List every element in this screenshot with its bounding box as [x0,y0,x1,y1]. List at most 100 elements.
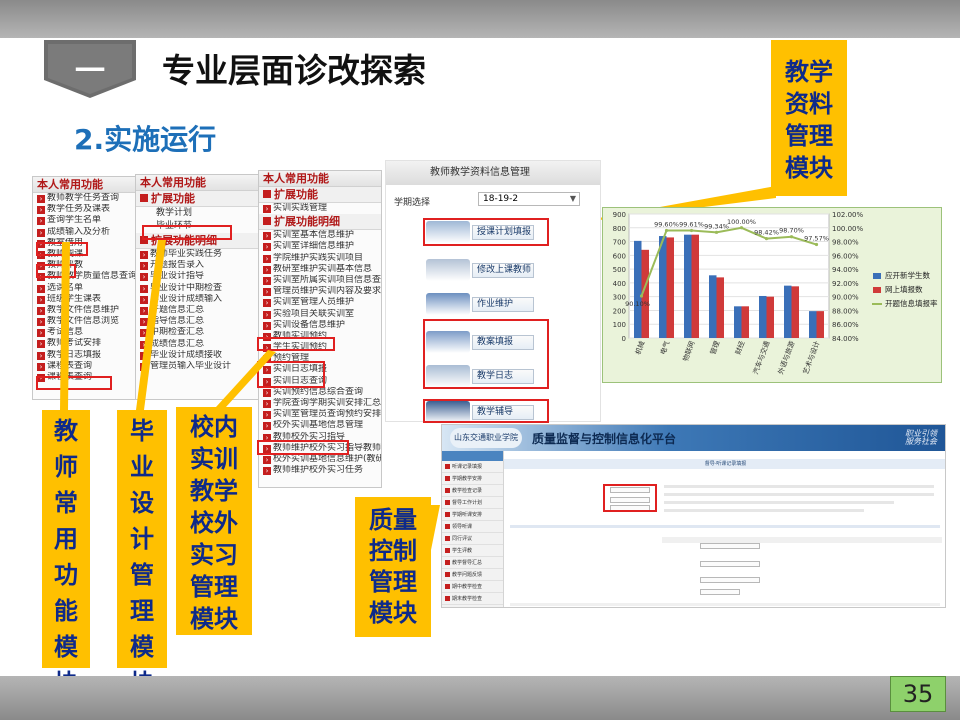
arrow-right-icon: › [263,310,271,319]
menu-item[interactable]: ›实训日志查询 [259,376,381,387]
menu-item[interactable]: ›指导信息汇总 [136,316,258,327]
menu-item[interactable]: ›实训室详细信息维护 [259,241,381,252]
resource-button[interactable]: 教学辅导 [424,401,544,423]
sidebar-item[interactable]: 领导听课 [442,521,503,533]
arrow-right-icon: › [263,366,271,375]
bar [659,236,667,338]
menu-item[interactable]: ›教师教学任务查询 [33,193,159,204]
resource-button[interactable]: 作业维护 [424,293,544,315]
arrow-right-icon: › [140,318,148,327]
menu-item[interactable]: ›课程表查询 [33,361,159,372]
menu-item[interactable]: ›开题信息汇总 [136,305,258,316]
y-tick-right: 98.00% [832,239,859,247]
menu-item[interactable]: ›实训室所属实训项目信息查询 [259,275,381,286]
bar [684,234,692,338]
platform-main-title: 督导·听课记录填报 [504,459,945,469]
arrow-right-icon: › [263,411,271,420]
menu-item[interactable]: ›教师考试安排 [33,338,159,349]
bar [809,311,817,338]
menu-item[interactable]: ›实训实践管理 [259,203,381,214]
form-field[interactable] [700,589,740,595]
resource-button[interactable]: 授课计划填报 [424,221,544,243]
sidebar-item[interactable]: 同行评议 [442,533,503,545]
resource-button[interactable]: 教学日志 [424,365,544,387]
menu-item[interactable]: ›教师校外实习指导 [259,432,381,443]
resource-button[interactable]: 修改上课教师 [424,259,544,281]
arrow-right-icon: › [37,318,45,327]
form-select[interactable] [700,577,760,583]
arrow-right-icon: › [263,254,271,263]
platform-header: 山东交通职业学院 质量监督与控制信息化平台 职业引领服务社会 [442,425,945,451]
document-icon [426,401,470,423]
menu-item[interactable]: ›教学文件信息浏览 [33,316,159,327]
form-field[interactable] [700,561,760,567]
sidebar-item[interactable]: 期末教学检查 [442,593,503,605]
arrow-right-icon: › [263,467,271,476]
form-button[interactable] [610,505,650,511]
sidebar-item[interactable]: 学期听课安排 [442,509,503,521]
resource-button[interactable]: 教案填报 [424,331,544,353]
arrow-right-icon: › [263,455,271,464]
menu-item[interactable]: ›管理员维护实训内容及要求 [259,286,381,297]
menu-item[interactable]: ›校外实训基地信息管理 [259,420,381,431]
menu-item[interactable]: ›毕业设计中期检查 [136,283,258,294]
menu-item[interactable]: ›校外实训基地信息维护(教研室) [259,454,381,465]
bar [816,311,824,338]
y-tick-left: 200 [613,307,626,315]
arrow-right-icon: › [37,295,45,304]
arrow-right-icon: › [37,217,45,226]
sidebar-item[interactable]: 教学问题反馈 [442,569,503,581]
form-field[interactable] [610,487,650,493]
menu-item[interactable]: ›实训预约信息综合查询 [259,387,381,398]
sidebar-item[interactable]: 期中教学检查 [442,581,503,593]
arrow-right-icon: › [37,374,45,382]
menu-item[interactable]: ›学院维护实践实训项目 [259,253,381,264]
sidebar-item[interactable]: 督导工作计划 [442,497,503,509]
menu-item[interactable]: ›教学文件信息维护 [33,305,159,316]
school-logo: 山东交通职业学院 [450,428,522,448]
arrow-right-icon: › [263,377,271,386]
term-select[interactable]: 18-19-2▼ [478,192,580,206]
menu-item[interactable]: ›成绩输入及分析 [33,227,159,238]
menu-item[interactable]: ›班级学生课表 [33,294,159,305]
sidebar-item[interactable]: 教学检查记录 [442,485,503,497]
menu-item[interactable]: 教学计划 [156,208,193,218]
menu-item[interactable]: ›成绩信息汇总 [136,339,258,350]
menu-item[interactable]: ›实训室基本信息维护 [259,230,381,241]
menu-item[interactable]: ›教研室维护实训基本信息 [259,264,381,275]
arrow-right-icon: › [263,232,271,241]
bar [791,286,799,338]
menu-item[interactable]: ›实训室管理人员维护 [259,297,381,308]
menu-item[interactable]: ›学院查询学期实训安排汇总 [259,398,381,409]
arrow-right-icon: › [140,340,148,349]
form-field[interactable] [700,543,760,549]
bar [734,306,742,338]
menu-item[interactable]: ›毕业设计指导 [136,271,258,282]
menu-item[interactable]: ›实训室管理员查询预约安排 [259,409,381,420]
x-tick: 管理 [708,340,721,356]
y-tick-right: 94.00% [832,266,859,274]
menu-item[interactable]: ›教师毕业实践任务 [136,249,258,260]
menu-item[interactable]: ›实验项目关联实训室 [259,309,381,320]
form-button[interactable] [610,497,650,503]
menu-item[interactable]: ›教师维护校外实习任务 [259,465,381,476]
menu-item[interactable]: ›实训设备信息维护 [259,320,381,331]
data-label: 98.42% [754,229,779,237]
menu-item[interactable]: ›中期检查汇总 [136,327,258,338]
sidebar-item[interactable]: 听课记录填报 [442,461,503,473]
arrow-right-icon: › [37,195,45,203]
legend-swatch [873,287,881,293]
menu-item[interactable]: ›教学任务及课表 [33,204,159,215]
menu-item[interactable]: ›教师维护校外实习指导教师 [259,443,381,454]
menu-item[interactable]: ›教师实训预约 [259,331,381,342]
sidebar-item[interactable]: 教学督导汇总 [442,557,503,569]
menu-item[interactable]: ›毕业设计成绩输入 [136,294,258,305]
sidebar-item[interactable]: 学期教学安排 [442,473,503,485]
menu-item[interactable]: ›开题报告录入 [136,260,258,271]
menu-item[interactable]: ›学生实训预约 [259,342,381,353]
sidebar-item[interactable]: 学生评教 [442,545,503,557]
menu-item[interactable]: ›教学日志填报 [33,350,159,361]
menu-item[interactable]: ›查询学生名单 [33,215,159,226]
menu-item[interactable]: ›实训日志填报 [259,364,381,375]
